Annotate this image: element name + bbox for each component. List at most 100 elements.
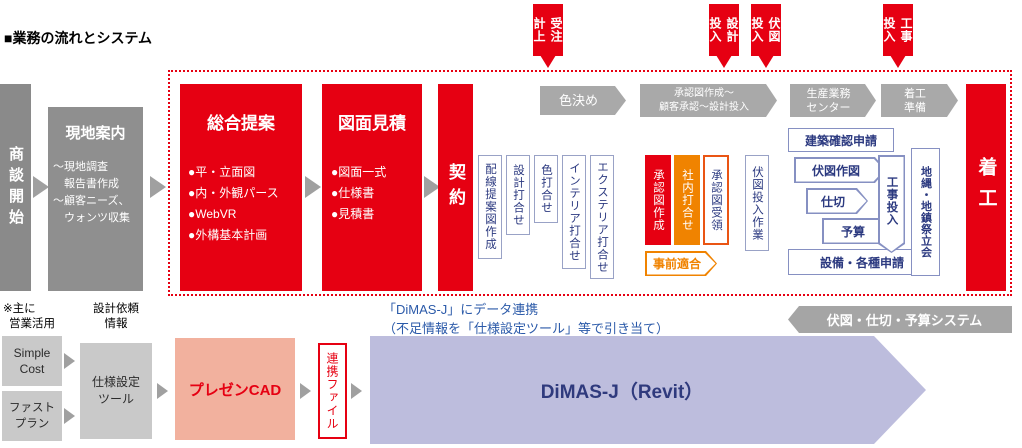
bullet-item: ●内・外観パース <box>188 186 279 200</box>
chevron-label: 承認図作成〜 <box>674 87 734 99</box>
box-label: Cost <box>19 362 45 376</box>
dotted-boundary <box>168 70 1012 296</box>
box-label: ツール <box>97 392 134 406</box>
badge-label: 計上 <box>532 17 546 43</box>
jizen-tekigo-arrow: 事前適合 <box>645 251 717 276</box>
bullet-item: ●外構基本計画 <box>188 228 268 242</box>
bullet-item: ●見積書 <box>331 207 375 221</box>
box-label: 地縄・地鎮祭立会 <box>919 166 932 258</box>
step-label: エクステリア打合せ <box>596 160 608 274</box>
box-label: 連携ファイル <box>325 352 339 430</box>
step-label: 色打合せ <box>540 164 552 214</box>
flow-arrow-icon <box>305 176 321 198</box>
stage-label: 着工 <box>975 156 997 219</box>
box-fast-plan: ファスト プラン <box>2 391 62 441</box>
stage-line: 報告書作成 <box>53 178 119 190</box>
note-design-request: 設計依頼 情報 <box>84 302 148 332</box>
flow-arrow-icon <box>300 383 311 399</box>
badge-sekkei-tonyu: 設計 投入 <box>708 4 739 56</box>
chevron-label: 顧客承認〜設計投入 <box>659 101 749 113</box>
box-label: 伏図作図 <box>796 159 885 182</box>
badge-label: 伏図 <box>767 17 781 43</box>
flow-arrow-icon <box>424 176 440 198</box>
box-kenchiku-kakunin: 建築確認申請 <box>788 128 894 152</box>
step-shoninzu-juryo: 承認図受領 <box>703 155 729 245</box>
box-label: プラン <box>14 418 50 430</box>
badge-label: 設計 <box>725 17 739 43</box>
box-label: 工事投入 <box>880 157 904 252</box>
box-label: プレゼンCAD <box>188 381 282 399</box>
note-sales-use: ※主に 営業活用 <box>3 302 55 332</box>
flow-arrow-icon <box>351 383 362 399</box>
chevron-label: 色決め <box>558 92 598 108</box>
step-haisen-teianzu: 配線提案図作成 <box>478 155 502 259</box>
box-fuzu-sakuzu: 伏図作図 <box>794 157 886 183</box>
box-label: 建築確認申請 <box>804 133 877 148</box>
chevron-chakko-junbi: 着工 準備 <box>881 84 958 117</box>
step-exterior-uchiawase: エクステリア打合せ <box>590 155 614 279</box>
note-line: 設計依頼 <box>93 303 139 315</box>
chevron-label: 生産業務 <box>806 87 851 100</box>
step-label: 社内打合せ <box>681 168 693 232</box>
dimas-label: DiMAS-J（Revit） <box>540 381 704 403</box>
flow-arrow-icon <box>150 176 166 198</box>
box-renkei-file: 連携ファイル <box>318 343 347 439</box>
banner-label: 伏図・仕切・予算システム <box>826 313 983 328</box>
step-sekkei-uchiawase: 設計打合せ <box>506 155 530 235</box>
step-interior-uchiawase: インテリア打合せ <box>562 155 586 269</box>
badge-label: 投入 <box>708 17 722 43</box>
chevron-irokime: 色決め <box>540 86 626 115</box>
box-koji-tonyu: 工事投入 <box>878 155 905 253</box>
stage-sogo-teian: 総合提案 ●平・立面図 ●内・外観パース ●WebVR ●外構基本計画 <box>180 84 302 291</box>
stage-line: 〜顧客ニーズ、 <box>53 195 130 207</box>
chevron-seisan-center: 生産業務 センター <box>790 84 876 117</box>
stage-title: 現地案内 <box>65 125 126 142</box>
flow-arrow-icon <box>64 408 75 424</box>
stage-zumen-mitsumori: 図面見積 ●図面一式 ●仕様書 ●見積書 <box>322 84 422 291</box>
step-label: 伏図投入作業 <box>751 165 763 241</box>
badge-koji-tonyu: 工事 投入 <box>882 4 913 56</box>
note-line: （不足情報を「仕様設定ツール」等で引き当て） <box>383 321 670 336</box>
box-label: 予算 <box>824 220 891 243</box>
bullet-item: ●図面一式 <box>331 165 387 179</box>
chevron-shoninzu: 承認図作成〜 顧客承認〜設計投入 <box>640 84 777 117</box>
box-jinawa-jichinsai: 地縄・地鎮祭立会 <box>911 148 940 276</box>
chevron-label: 着工 <box>904 87 926 100</box>
stage-title: 総合提案 <box>207 114 275 133</box>
badge-pointer-icon <box>540 55 556 68</box>
stage-chakko: 着工 <box>966 84 1006 291</box>
badge-fuzu-tonyu: 伏図 投入 <box>750 4 781 56</box>
box-label: 仕様設定 <box>91 375 140 389</box>
box-simple-cost: Simple Cost <box>2 336 62 386</box>
dimas-note: 「DiMAS-J」にデータ連携 （不足情報を「仕様設定ツール」等で引き当て） <box>383 300 669 338</box>
flow-arrow-icon <box>64 353 75 369</box>
note-line: 「DiMAS-J」にデータ連携 <box>383 302 539 317</box>
stage-keiyaku: 契約 <box>438 84 473 291</box>
badge-label: 投入 <box>882 17 896 43</box>
stage-title: 図面見積 <box>338 114 406 133</box>
stage-genchi-annai: 現地案内 〜現地調査 報告書作成 〜顧客ニーズ、 ウォンツ収集 <box>48 107 143 291</box>
step-iro-uchiawase: 色打合せ <box>534 155 558 223</box>
step-label: 設計打合せ <box>512 163 524 227</box>
box-shikiri: 仕切 <box>806 188 868 214</box>
step-label: 承認図作成 <box>652 168 664 232</box>
note-line: 情報 <box>104 318 128 330</box>
flow-arrow-icon <box>33 176 49 198</box>
bullet-item: ●平・立面図 <box>188 165 256 179</box>
stage-shodan-kaishi: 商談開始 <box>0 84 31 291</box>
badge-pointer-icon <box>890 55 906 68</box>
box-label: ファスト <box>9 402 55 414</box>
box-label: 設備・各種申請 <box>819 255 904 270</box>
stage-label: 契約 <box>446 162 465 213</box>
chevron-label: 準備 <box>904 101 926 114</box>
badge-label: 受注 <box>549 17 563 43</box>
badge-pointer-icon <box>758 55 774 68</box>
step-label: インテリア打合せ <box>568 162 580 262</box>
note-line: 営業活用 <box>9 318 55 330</box>
banner-fuzu-system: 伏図・仕切・予算システム <box>788 306 1012 333</box>
stage-label: 商談開始 <box>7 145 24 230</box>
flow-arrow-icon <box>157 383 168 399</box>
badge-pointer-icon <box>716 55 732 68</box>
box-label: Simple <box>13 346 51 360</box>
